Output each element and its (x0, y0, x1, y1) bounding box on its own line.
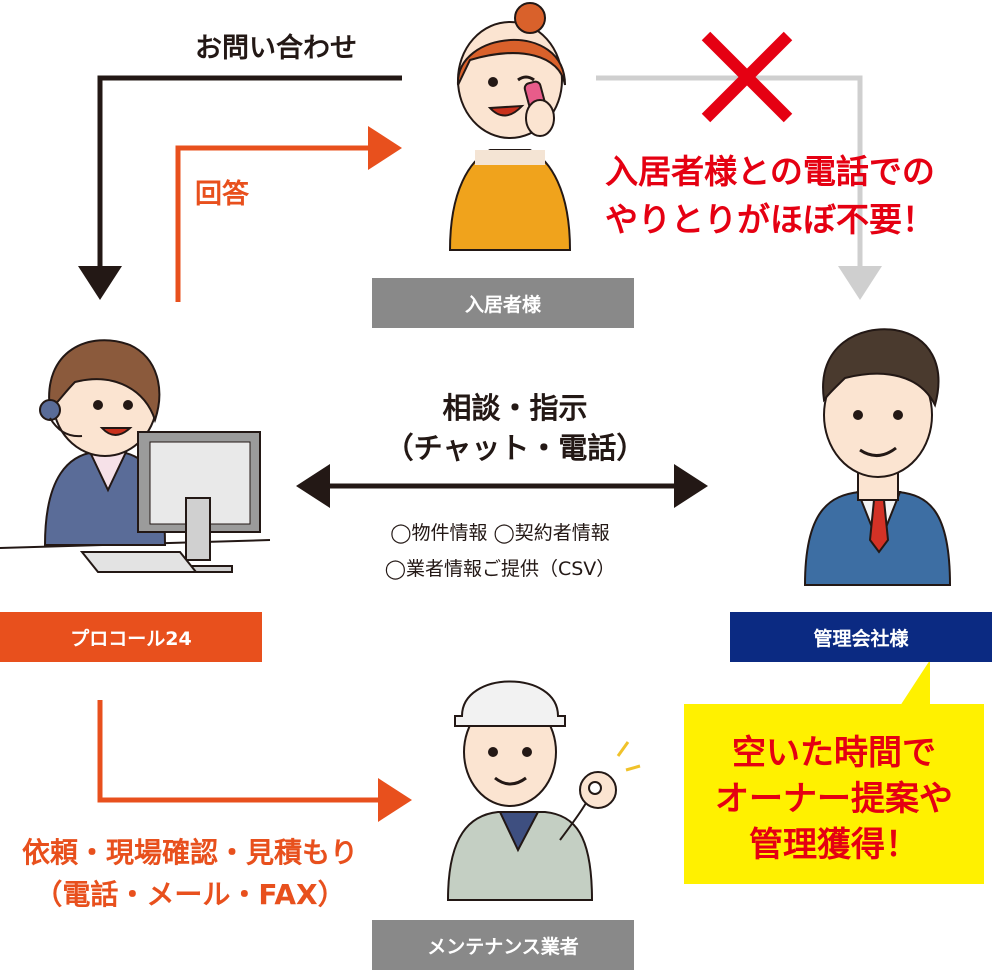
consultation-arrowhead-right (674, 464, 708, 508)
info-line-2: ◯業者情報ご提供（CSV） (384, 558, 616, 580)
consultation-label: 相談・指示 （チャット・電話） (305, 388, 725, 468)
company-staff-illustration (803, 328, 952, 586)
request-label: 依頼・現場確認・見積もり （電話・メール・FAX） (0, 832, 380, 916)
inquiry-arrowhead (78, 266, 122, 300)
direct-call-arrowhead (838, 266, 882, 300)
request-line-1: 依頼・現場確認・見積もり (21, 836, 358, 869)
bubble-text: 空いた時間で オーナー提案や 管理獲得！ (686, 730, 982, 868)
speech-bubble (684, 660, 984, 884)
inquiry-arrow (97, 75, 402, 270)
info-provided-label: ◯物件情報 ◯契約者情報 ◯業者情報ご提供（CSV） (330, 515, 670, 587)
resident-label: 入居者様 (372, 278, 634, 328)
procall-label: プロコール24 (0, 612, 262, 662)
resident-illustration (448, 2, 572, 251)
direct-call-arrow (596, 75, 863, 270)
answer-label: 回答 (195, 179, 249, 210)
bubble-line-3: 管理獲得！ (749, 825, 919, 865)
callout-line-2: やりとりがほぼ不要！ (605, 200, 935, 239)
maintenance-label: メンテナンス業者 (372, 920, 634, 970)
consultation-line-1: 相談・指示 (442, 391, 588, 425)
maintenance-worker-illustration (446, 680, 641, 901)
company-label: 管理会社様 (730, 612, 992, 662)
consultation-line-2: （チャット・電話） (384, 431, 646, 465)
bubble-line-2: オーナー提案や (715, 779, 953, 819)
info-line-1: ◯物件情報 ◯契約者情報 (390, 522, 610, 544)
no-phone-callout: 入居者様との電話での やりとりがほぼ不要！ (560, 148, 980, 244)
request-arrow (97, 700, 382, 803)
answer-arrow (175, 145, 372, 302)
bubble-line-1: 空いた時間で (732, 733, 936, 773)
request-arrowhead (378, 778, 412, 822)
callout-line-1: 入居者様との電話での (605, 152, 935, 191)
request-line-2: （電話・メール・FAX） (34, 878, 346, 911)
inquiry-label: お問い合わせ (195, 33, 357, 64)
answer-arrowhead (368, 126, 402, 170)
consultation-arrowhead-left (296, 464, 330, 508)
operator-illustration (0, 339, 271, 573)
cross-mark-icon (701, 31, 793, 123)
